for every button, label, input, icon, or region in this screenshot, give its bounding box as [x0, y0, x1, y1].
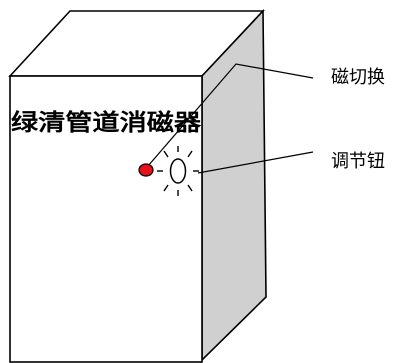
- indicator-callout-label: 磁切换: [331, 67, 385, 88]
- indicator-leader-line: [147, 63, 314, 167]
- device-title: 绿清管道消磁器: [11, 109, 202, 136]
- indicator-light: [138, 163, 154, 177]
- knob-leader-line: [197, 151, 314, 174]
- cabinet-front-face: [9, 75, 203, 363]
- adjustment-knob-icon[interactable]: [157, 146, 199, 196]
- knob-callout-label: 调节钮: [331, 151, 385, 172]
